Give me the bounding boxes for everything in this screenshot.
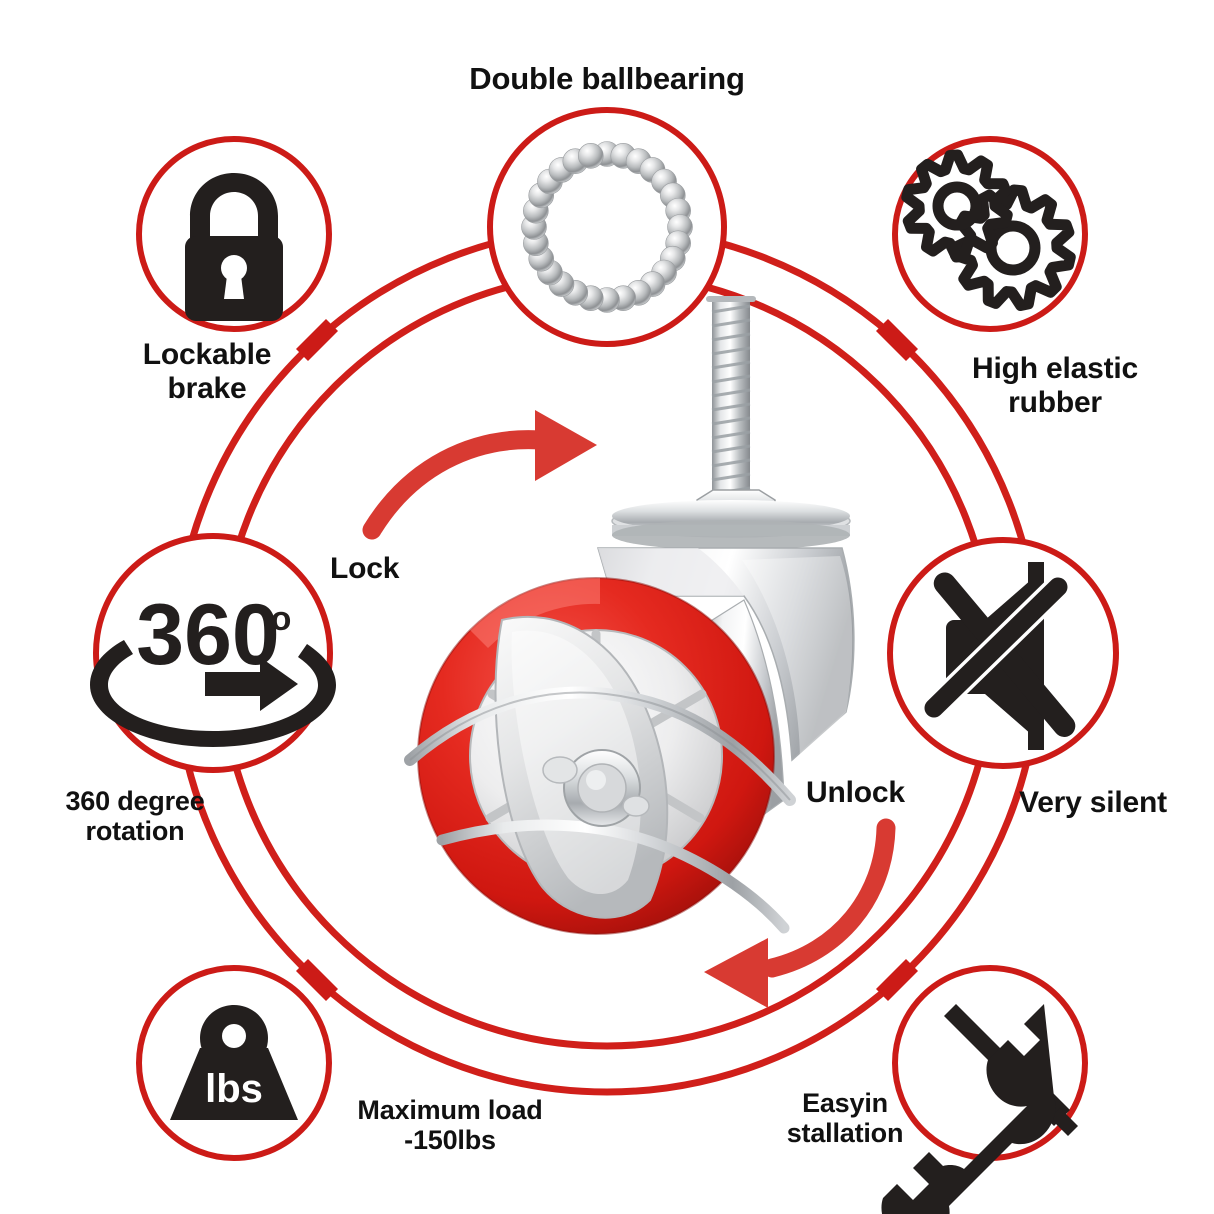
feature-label-high-elastic-rubber: High elastic rubber (972, 352, 1138, 419)
weight-icon (170, 1005, 298, 1120)
feature-label-lockable-brake: Lockable brake (142, 338, 272, 405)
action-label-lock: Lock (330, 552, 400, 585)
caster-wheel-product-image (404, 296, 855, 935)
360-icon-text: 360 (136, 587, 280, 683)
unlock-arrow-icon (704, 818, 896, 1008)
gear-small (901, 149, 1013, 263)
ball-bearing-ring-icon (521, 141, 693, 313)
feature-label-360-rotation: 360 degree rotation (65, 786, 205, 847)
icon-circle-ballbearing (487, 107, 727, 347)
mute-slash-icon (917, 570, 1075, 725)
lock-arrow-icon (362, 410, 597, 540)
feature-label-ballbearing: Double ballbearing (469, 61, 745, 96)
icon-circle-360-rotation (93, 533, 333, 773)
weight-icon-text: lbs (205, 1067, 263, 1111)
hub-bolt (542, 749, 650, 827)
action-label-unlock: Unlock (806, 776, 905, 809)
padlock-icon (185, 173, 283, 321)
brake-wire (404, 686, 796, 934)
feature-label-easy-installation: Easyin stallation (786, 1088, 904, 1149)
mounting-plate (611, 500, 851, 550)
gears-icon (901, 149, 1076, 311)
feature-label-maximum-load: Maximum load -150lbs (357, 1095, 543, 1156)
threaded-stem (706, 296, 756, 515)
360-degree-symbol: o (271, 600, 292, 638)
bearing-ball (577, 143, 604, 169)
feature-label-very-silent: Very silent (1019, 786, 1167, 819)
tools-icon (881, 1004, 1078, 1214)
360-rotation-icon (90, 640, 336, 747)
